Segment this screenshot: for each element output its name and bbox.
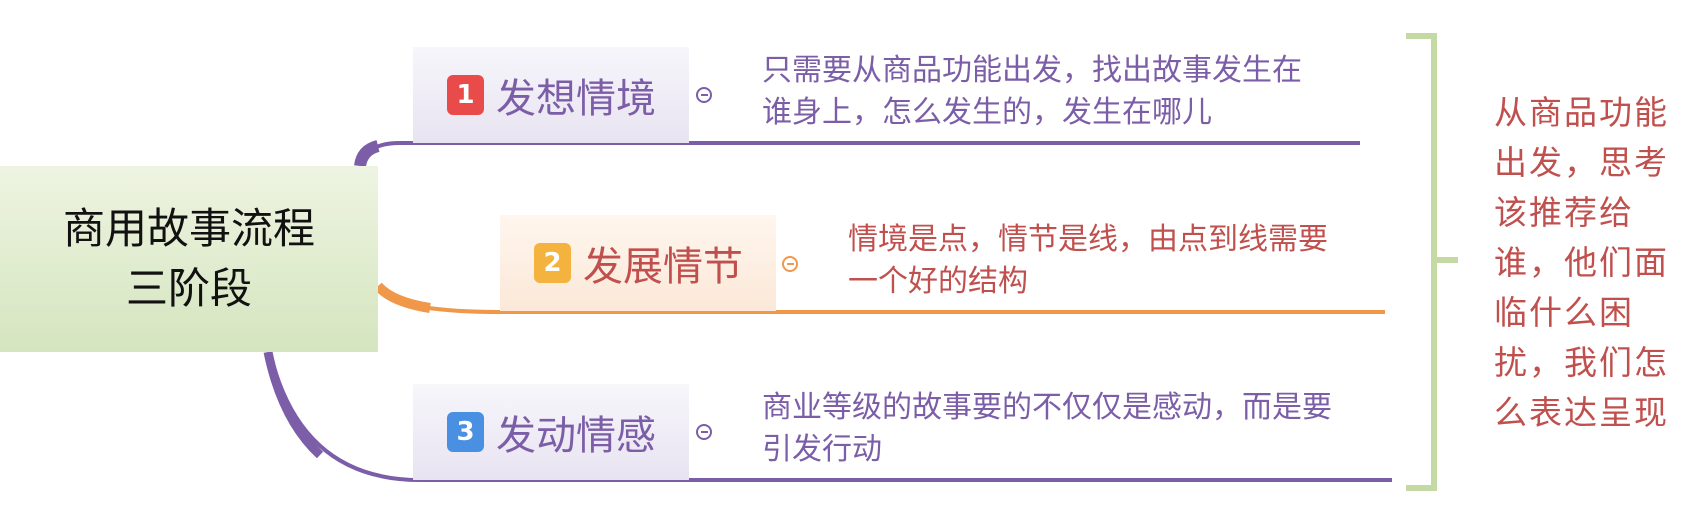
topic-node-2[interactable]: 2 发展情节 [500, 215, 776, 311]
priority-2-badge: 2 [534, 243, 571, 283]
root-topic[interactable]: 商用故事流程 三阶段 [0, 166, 378, 352]
topic-1-label: 发想情境 [496, 76, 656, 122]
root-title-line2: 三阶段 [125, 264, 252, 313]
root-title-line1: 商用故事流程 [62, 204, 315, 253]
summary-text: 从商品功能出发，思考该推荐给谁，他们面临什么困扰，我们怎么表达呈现 [1494, 93, 1669, 432]
topic-3-label: 发动情感 [496, 413, 656, 459]
topic-node-1[interactable]: 1 发想情境 [413, 47, 689, 143]
summary-bracket [1406, 33, 1458, 491]
topic-node-3[interactable]: 3 发动情感 [413, 384, 689, 480]
collapse-minus-icon[interactable] [696, 424, 712, 440]
topic-2-description: 情境是点，情节是线，由点到线需要 一个好的结构 [848, 222, 1328, 299]
collapse-minus-icon[interactable] [782, 256, 798, 272]
topic-1-description: 只需要从商品功能出发，找出故事发生在 谁身上，怎么发生的，发生在哪儿 [762, 53, 1302, 130]
branch-1-connector [360, 141, 1360, 167]
priority-3-badge: 3 [447, 412, 484, 452]
collapse-minus-icon[interactable] [696, 87, 712, 103]
priority-1-badge: 1 [447, 75, 484, 115]
topic-3-description: 商业等级的故事要的不仅仅是感动，而是要 引发行动 [762, 390, 1332, 467]
topic-2-label: 发展情节 [583, 244, 743, 290]
